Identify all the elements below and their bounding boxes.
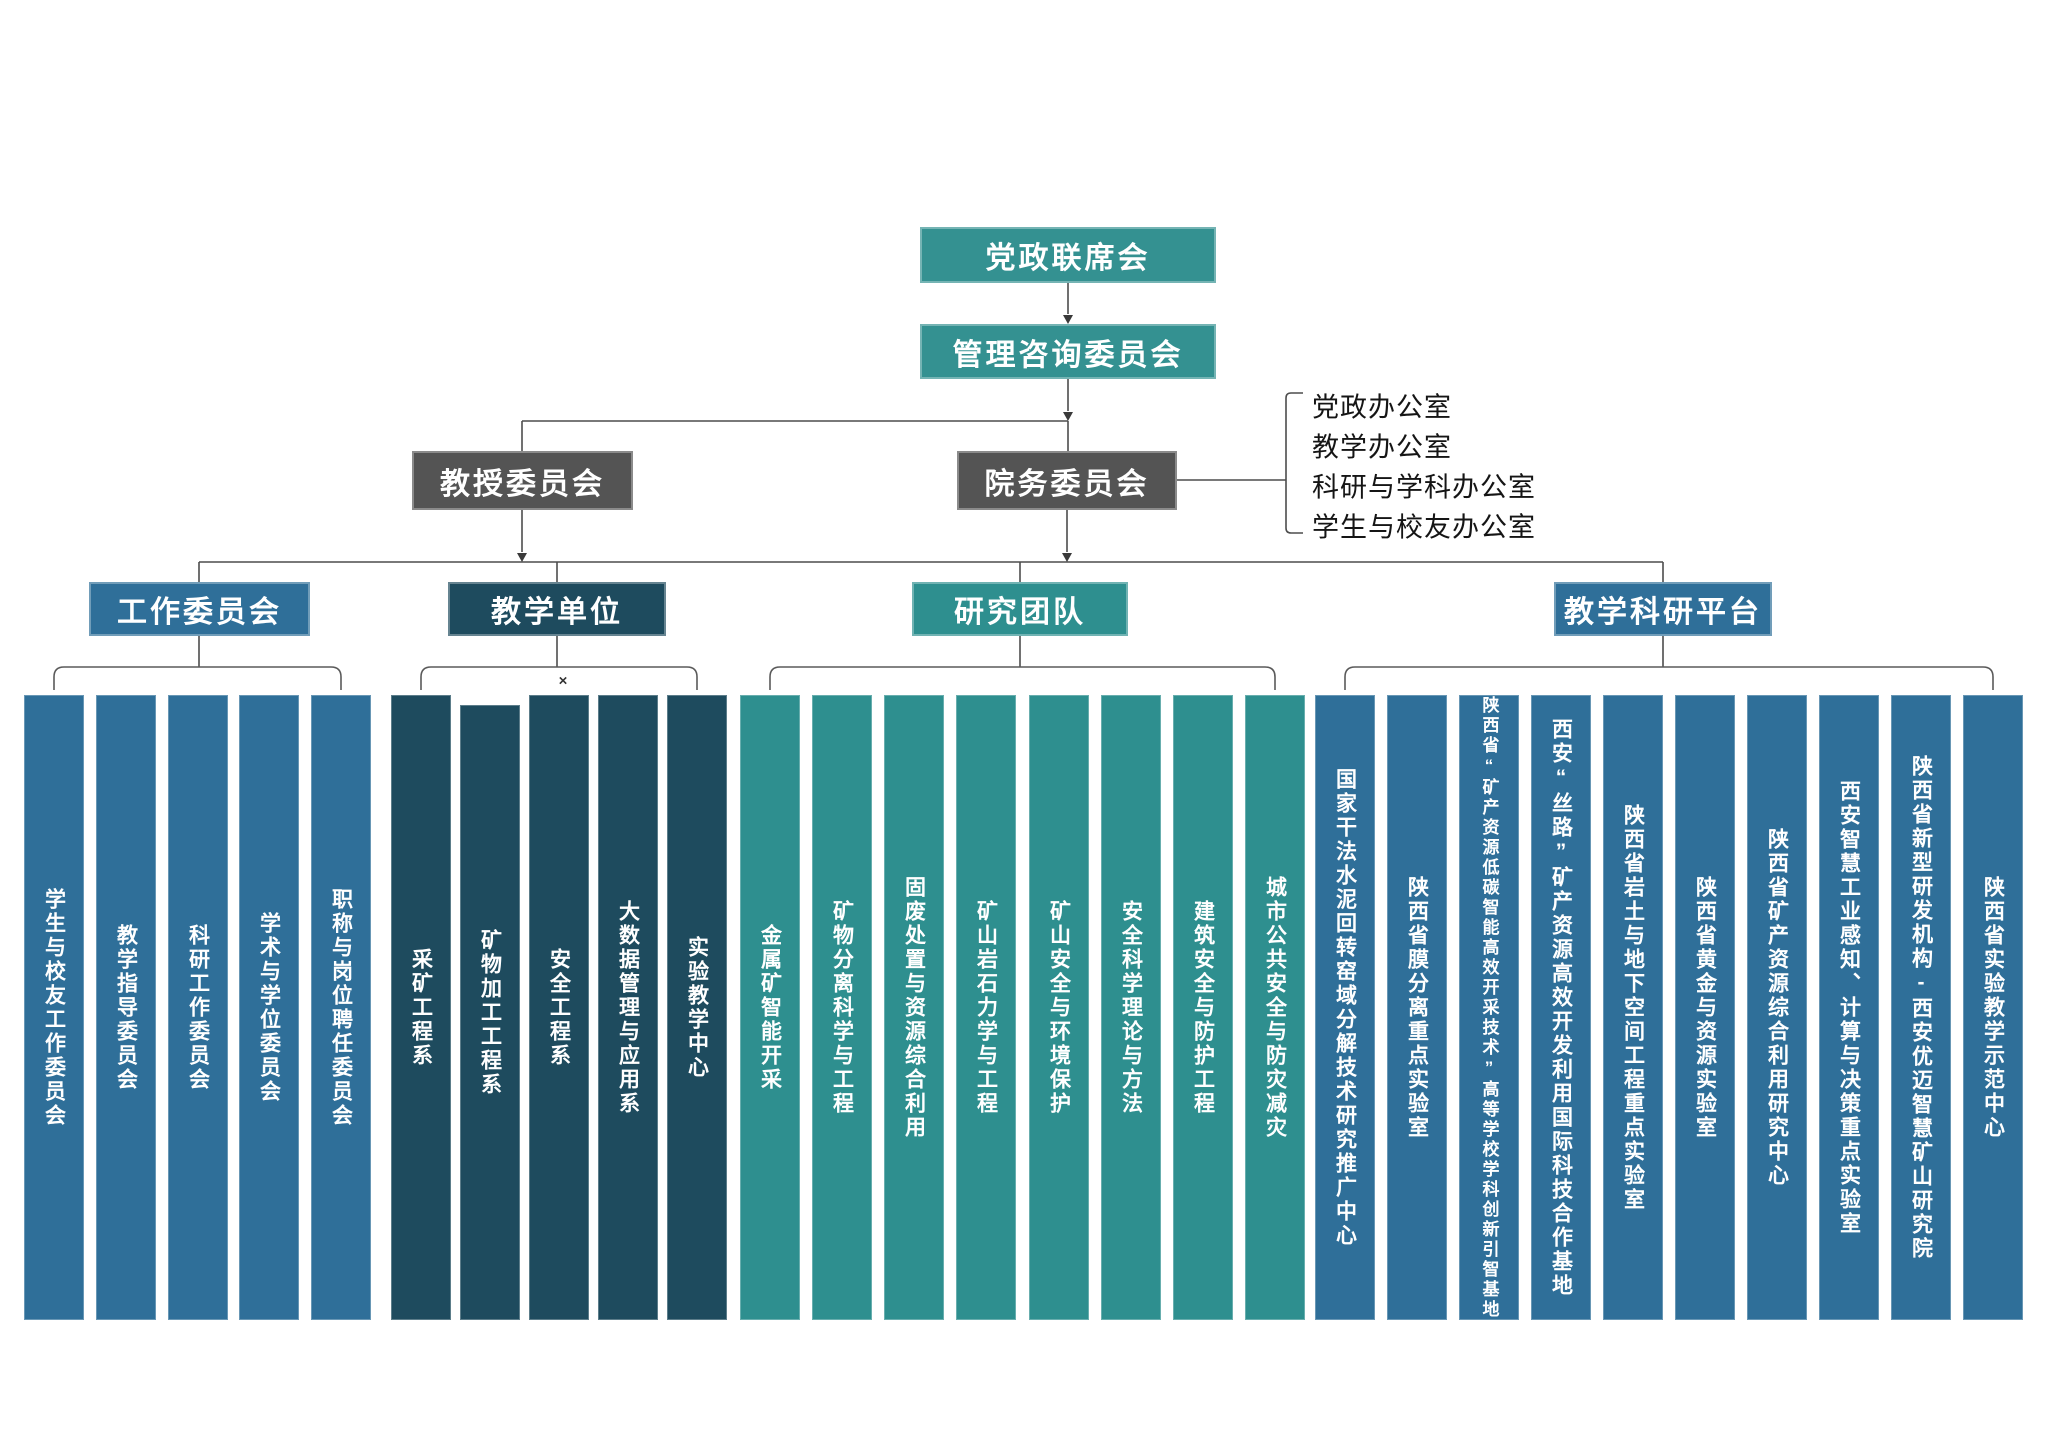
org-column-label: 科研工作委员会 [186,923,210,1092]
org-column-label: 采矿工程系 [409,947,433,1068]
org-column: 陕西省实验教学示范中心 [1963,695,2023,1320]
org-column: 陕西省矿产资源综合利用研究中心 [1747,695,1807,1320]
group-header: 研究团队 [912,582,1128,636]
org-column-label: 国家干法水泥回转窑域分解技术研究推广中心 [1333,767,1357,1248]
org-column-label: 学生与校友工作委员会 [42,887,66,1128]
org-column: 建筑安全与防护工程 [1173,695,1233,1320]
org-column: 大数据管理与应用系 [598,695,658,1320]
org-column-label: 矿山岩石力学与工程 [974,899,998,1116]
office-item: 教学办公室 [1312,432,1452,463]
org-column: 采矿工程系 [391,695,451,1320]
org-column: 矿山岩石力学与工程 [956,695,1016,1320]
office-item: 党政办公室 [1312,392,1452,423]
org-column-label: 金属矿智能开采 [758,923,782,1092]
x-marker: × [558,672,568,690]
org-column: 陕西省岩土与地下空间工程重点实验室 [1603,695,1663,1320]
org-column-label: 安全科学理论与方法 [1119,899,1143,1116]
org-column: 学术与学位委员会 [239,695,299,1320]
org-column-label: 陕西省新型研发机构-西安优迈智慧矿山研究院 [1909,754,1933,1261]
org-column: 矿山安全与环境保护 [1029,695,1089,1320]
org-column-label: 陕西省“矿产资源低碳智能高效开采技术”高等学校学科创新引智基地 [1479,695,1499,1320]
org-column: 陕西省膜分离重点实验室 [1387,695,1447,1320]
org-column: 教学指导委员会 [96,695,156,1320]
org-column-label: 建筑安全与防护工程 [1191,899,1215,1116]
org-column: 城市公共安全与防灾减灾 [1245,695,1305,1320]
org-column: 安全科学理论与方法 [1101,695,1161,1320]
org-column-label: 矿物加工工程系 [478,928,502,1097]
org-column-label: 实验教学中心 [685,935,709,1080]
org-column: 金属矿智能开采 [740,695,800,1320]
org-column-label: 西安智慧工业感知、计算与决策重点实验室 [1837,779,1861,1236]
org-column: 陕西省“矿产资源低碳智能高效开采技术”高等学校学科创新引智基地 [1459,695,1519,1320]
org-column-label: 陕西省黄金与资源实验室 [1693,875,1717,1140]
group-header: 工作委员会 [89,582,310,636]
org-column: 矿物分离科学与工程 [812,695,872,1320]
office-item: 科研与学科办公室 [1312,472,1536,503]
org-column-label: 大数据管理与应用系 [616,899,640,1116]
org-column: 职称与岗位聘任委员会 [311,695,371,1320]
box-professor-committee: 教授委员会 [412,451,633,510]
org-column: 矿物加工工程系 [460,705,520,1320]
org-column-label: 陕西省矿产资源综合利用研究中心 [1765,827,1789,1188]
org-column: 安全工程系 [529,695,589,1320]
org-column-label: 固废处置与资源综合利用 [902,875,926,1140]
group-header: 教学科研平台 [1554,582,1772,636]
org-column-label: 矿物分离科学与工程 [830,899,854,1116]
org-column-label: 教学指导委员会 [114,923,138,1092]
org-column: 陕西省黄金与资源实验室 [1675,695,1735,1320]
box-college-affairs-committee: 院务委员会 [957,451,1177,510]
org-column-label: 城市公共安全与防灾减灾 [1263,875,1287,1140]
org-column: 学生与校友工作委员会 [24,695,84,1320]
org-column-label: 学术与学位委员会 [257,911,281,1104]
org-column: 西安“丝路”矿产资源高效开发利用国际科技合作基地 [1531,695,1591,1320]
org-column: 西安智慧工业感知、计算与决策重点实验室 [1819,695,1879,1320]
org-column-label: 陕西省实验教学示范中心 [1981,875,2005,1140]
org-column-label: 矿山安全与环境保护 [1047,899,1071,1116]
org-column: 陕西省新型研发机构-西安优迈智慧矿山研究院 [1891,695,1951,1320]
box-party-gov-joint-meeting: 党政联席会 [920,227,1216,283]
org-column-label: 职称与岗位聘任委员会 [329,887,353,1128]
office-item: 学生与校友办公室 [1312,512,1536,543]
org-column-label: 陕西省岩土与地下空间工程重点实验室 [1621,803,1645,1212]
org-column: 国家干法水泥回转窑域分解技术研究推广中心 [1315,695,1375,1320]
org-column-label: 陕西省膜分离重点实验室 [1405,875,1429,1140]
org-column-label: 安全工程系 [547,947,571,1068]
group-header: 教学单位 [448,582,666,636]
org-column: 固废处置与资源综合利用 [884,695,944,1320]
box-management-advisory-committee: 管理咨询委员会 [920,324,1216,379]
org-column-label: 西安“丝路”矿产资源高效开发利用国际科技合作基地 [1549,717,1573,1298]
org-column: 实验教学中心 [667,695,727,1320]
org-column: 科研工作委员会 [168,695,228,1320]
